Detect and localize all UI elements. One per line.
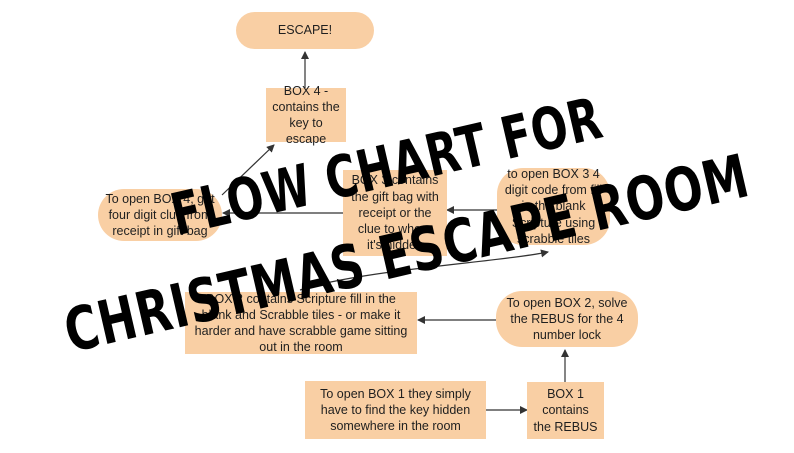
- node-box3: BOX 3 contains the gift bag with receipt…: [343, 170, 447, 256]
- arrow-box2-to-open-box3: [299, 249, 549, 291]
- node-box4: BOX 4 - contains the key to escape: [266, 84, 346, 146]
- node-box1: BOX 1 contains the REBUS: [527, 382, 604, 439]
- node-open-box4: To open BOX 4, get four digit clue from …: [98, 189, 222, 241]
- arrow-open-box4-to-box4: [221, 144, 275, 196]
- node-escape: ESCAPE!: [236, 12, 374, 49]
- node-box2: BOX 2 contains Scripture fill in the bla…: [185, 292, 417, 354]
- node-open-box1: To open BOX 1 they simply have to find t…: [305, 381, 486, 439]
- node-open-box3: to open BOX 3 4 digit code from fill in …: [497, 167, 610, 246]
- node-open-box2: To open BOX 2, solve the REBUS for the 4…: [496, 291, 638, 347]
